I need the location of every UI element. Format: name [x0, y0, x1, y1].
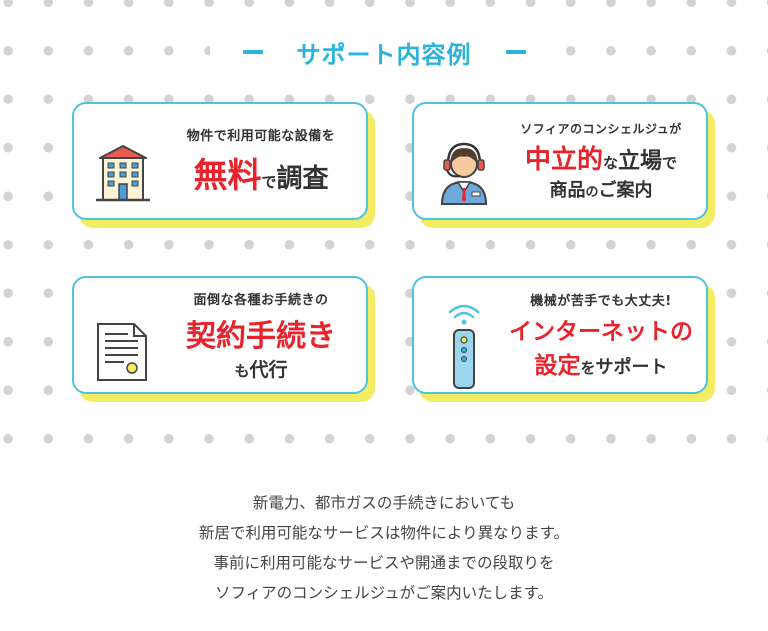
description-line: 新電力、都市ガスの手続きにおいても: [252, 494, 516, 512]
card-particle-text: な: [602, 154, 618, 172]
support-card-neutral-guidance: ソフィアのコンシェルジュが 中立的な立場で 商品のご案内: [412, 102, 708, 220]
card-line2-particle: も: [234, 361, 250, 380]
operator-headset-icon: [440, 142, 488, 205]
card-rest-text: 調査: [276, 164, 329, 194]
heading-dash-right: [505, 50, 526, 54]
card-emphasis-text: インターネットの: [509, 319, 693, 345]
support-card-facility-survey: 物件で利用可能な設備を 無料で調査: [72, 102, 368, 220]
heading-dash-left: [242, 50, 263, 54]
support-card-contract-procedures: 面倒な各種お手続きの 契約手続き も代行: [72, 276, 368, 394]
dot-pattern-background: [0, 0, 768, 482]
card-particle-text-2: で: [662, 154, 678, 172]
card-line2-rest: ご案内: [598, 180, 653, 201]
card-rest-text: 立場: [618, 149, 663, 174]
card-emphasis-text: 無料: [193, 156, 262, 196]
card-line2-text: 商品: [549, 180, 586, 201]
description-line: ソフィアのコンシェルジュがご案内いたします。: [214, 584, 554, 602]
page-title: サポート内容例: [296, 40, 472, 69]
card-emphasis-text: 契約手続き: [186, 318, 336, 354]
description-line: 新居で利用可能なサービスは物件により異なります。: [198, 524, 570, 542]
card-line2-rest: 代行: [249, 358, 288, 381]
card-emphasis-text-2: 設定: [534, 353, 581, 379]
support-card-internet-setup: 機械が苦手でも大丈夫! インターネットの 設定をサポート: [412, 276, 708, 394]
description-line: 事前に利用可能なサービスや開通までの段取りを: [213, 554, 555, 572]
card-lead-text: 機械が苦手でも大丈夫!: [530, 294, 672, 309]
card-emphasis-text: 中立的: [524, 145, 603, 175]
card-particle-text: を: [580, 359, 596, 377]
card-lead-text: ソフィアのコンシェルジュが: [520, 122, 682, 136]
card-line2-particle: の: [585, 185, 599, 200]
card-lead-text: 面倒な各種お手続きの: [193, 292, 329, 308]
wifi-router-icon: [448, 304, 480, 389]
card-particle-text: で: [261, 173, 277, 191]
document-icon: [97, 323, 147, 381]
section-heading: サポート内容例: [210, 34, 558, 70]
card-lead-text: 物件で利用可能な設備を: [186, 129, 336, 144]
description-block: 新電力、都市ガスの手続きにおいても 新居で利用可能なサービスは物件により異なりま…: [0, 488, 768, 608]
building-icon: [96, 145, 150, 202]
card-rest-text: サポート: [595, 357, 668, 378]
